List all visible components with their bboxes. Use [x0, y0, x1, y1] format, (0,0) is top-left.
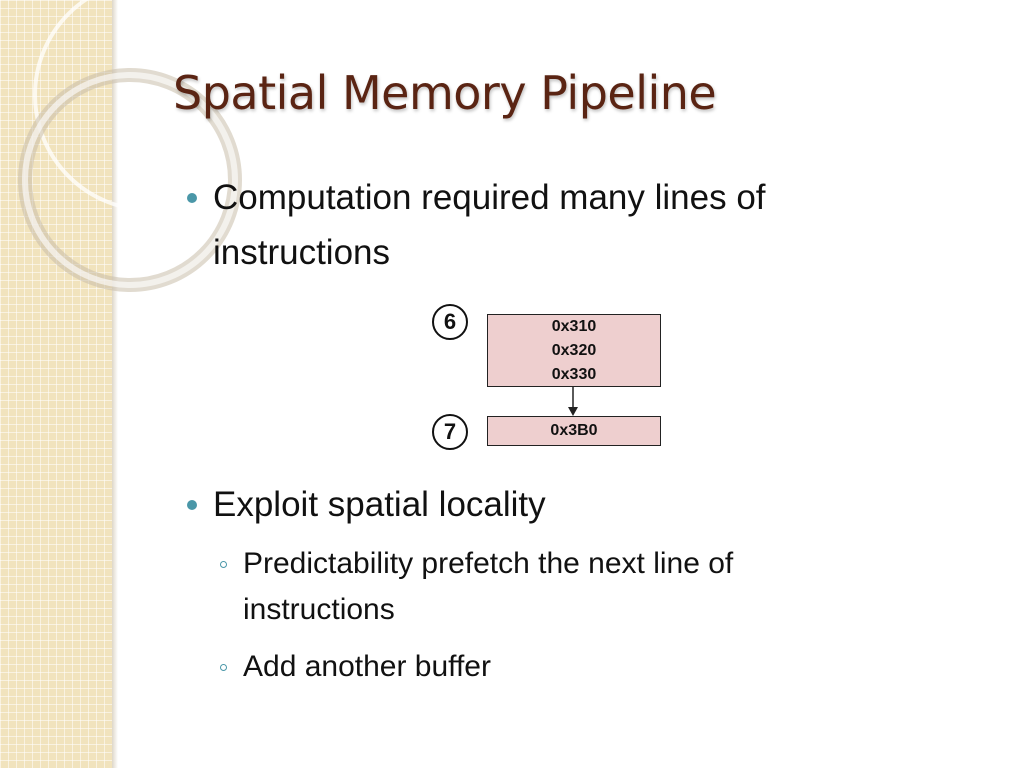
step-number-7: 7	[432, 414, 468, 450]
bullet-spatial-locality: Exploit spatial locality	[213, 485, 546, 524]
bullet-computation-line1: Computation required many lines of	[213, 178, 766, 217]
address-value: 0x3B0	[550, 422, 598, 439]
sub-bullet-add-buffer: Add another buffer	[243, 650, 491, 683]
down-arrow-icon	[568, 386, 578, 416]
side-decoration-band	[0, 0, 112, 768]
decorative-rings	[18, 0, 267, 292]
sub-bullet-prefetch-line1: Predictability prefetch the next line of	[243, 547, 734, 580]
address-value: 0x320	[551, 342, 597, 359]
slide-title: Spatial Memory Pipeline	[173, 66, 717, 120]
sub-bullet-marker	[220, 561, 227, 568]
sub-bullet-marker	[220, 664, 227, 671]
step-number-6: 6	[432, 304, 468, 340]
bullet-computation-line2: instructions	[213, 233, 391, 272]
address-value: 0x310	[551, 318, 597, 335]
address-value: 0x330	[551, 366, 597, 383]
memory-buffer-box: 0x310 0x320 0x330	[487, 314, 661, 387]
side-band-shadow	[112, 0, 118, 768]
memory-buffer-box: 0x3B0	[487, 416, 661, 446]
bullet-marker	[187, 500, 197, 510]
bullet-marker	[187, 193, 197, 203]
sub-bullet-prefetch-line2: instructions	[243, 593, 395, 626]
